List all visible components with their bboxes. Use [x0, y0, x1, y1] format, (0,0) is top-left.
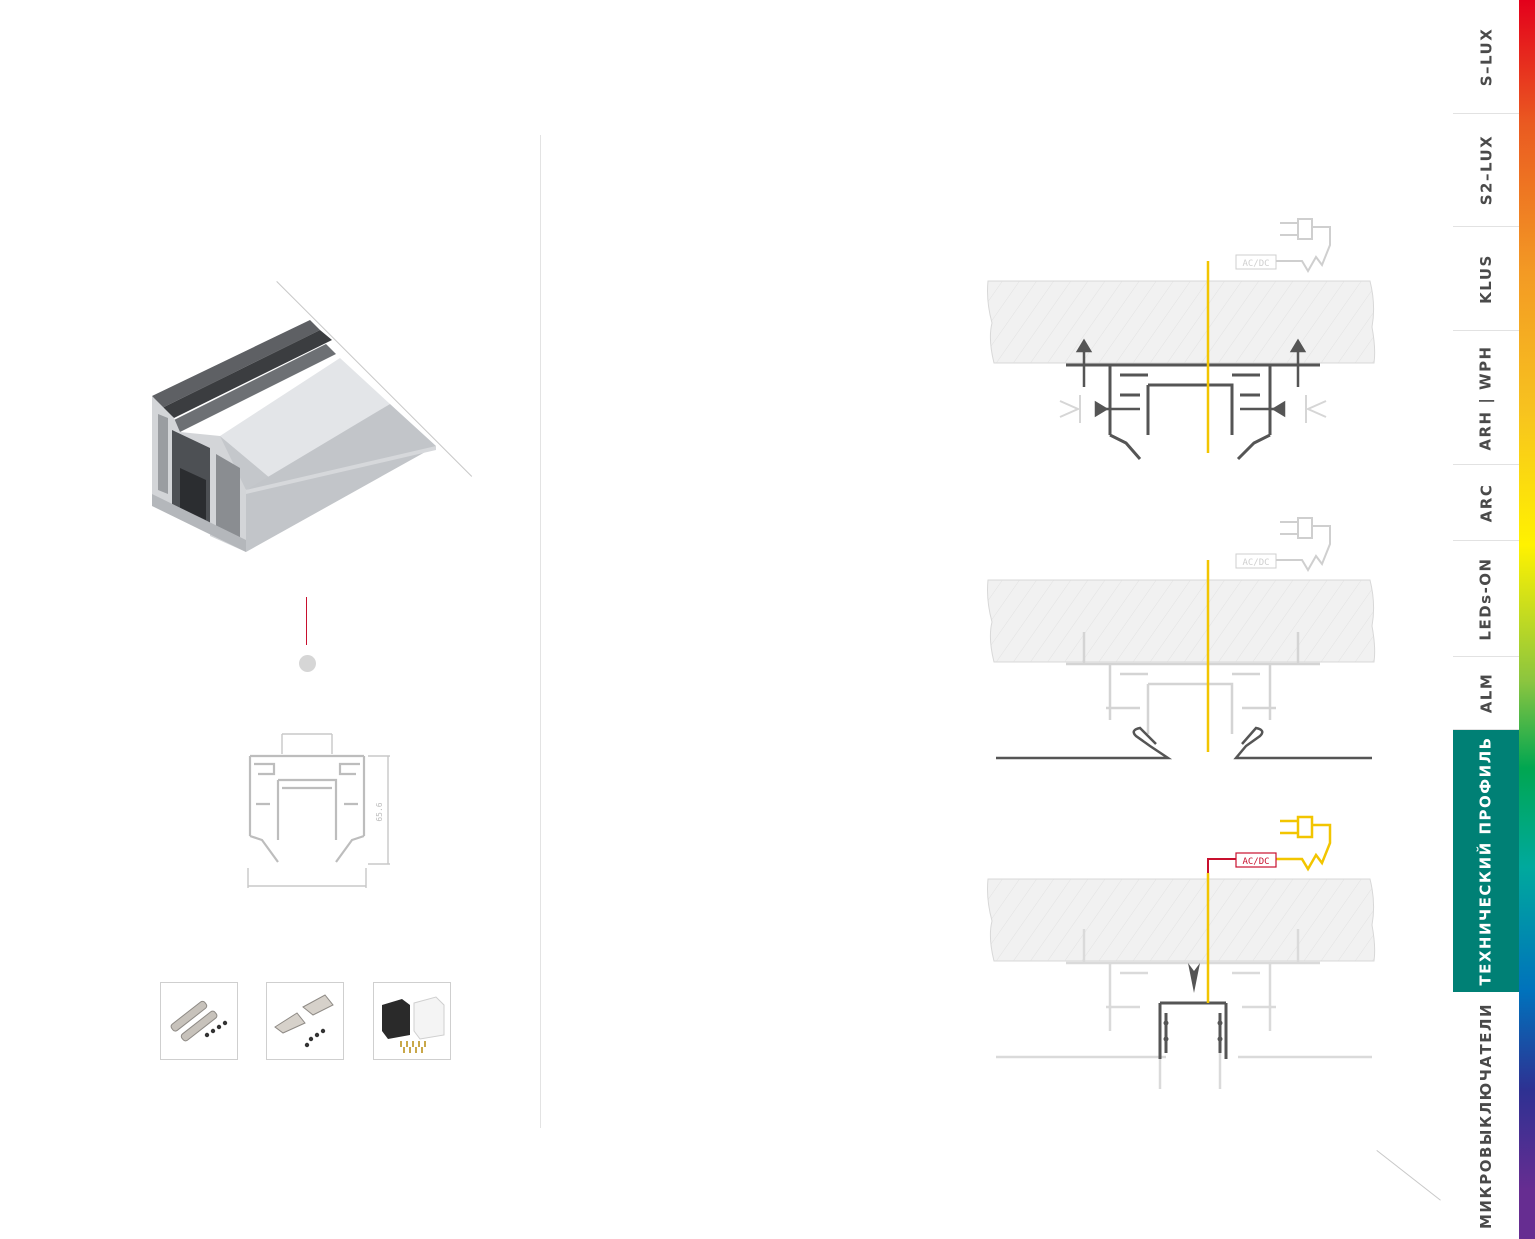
color-dot	[299, 655, 316, 672]
tab-arh-wph[interactable]: ARH | WPH	[1453, 331, 1519, 465]
profile-3d-image	[150, 318, 440, 554]
ac-dc-label: AC/DC	[1242, 558, 1269, 568]
tab-label: S2–LUX	[1477, 134, 1496, 206]
tab-arc[interactable]: ARC	[1453, 465, 1519, 541]
guide-line-bottom	[1376, 1150, 1441, 1201]
height-dimension-label: 65.6	[375, 802, 384, 821]
tab-microswitches[interactable]: МИКРОВЫКЛЮЧАТЕЛИ	[1453, 992, 1519, 1239]
accessory-connector-angle	[266, 982, 344, 1060]
tab-label: LEDs-ON	[1477, 556, 1495, 641]
installation-scheme-2: AC/DC	[980, 514, 1380, 764]
tab-s2-lux[interactable]: S2–LUX	[1453, 114, 1519, 227]
marker-line	[306, 597, 307, 645]
tab-label: ALM	[1477, 672, 1495, 714]
ac-dc-label: AC/DC	[1242, 259, 1269, 269]
accessory-connector-straight	[160, 982, 238, 1060]
installation-scheme-3: AC/DC	[980, 813, 1380, 1093]
profile-section-drawing: 65.6	[240, 728, 400, 890]
tab-label: ТЕХНИЧЕСКИЙ ПРОФИЛЬ	[1477, 736, 1495, 986]
tab-alm[interactable]: ALM	[1453, 657, 1519, 730]
tab-label: МИКРОВЫКЛЮЧАТЕЛИ	[1477, 1002, 1496, 1229]
tab-s-lux[interactable]: S–LUX	[1453, 0, 1519, 114]
tab-label: ARC	[1476, 483, 1495, 522]
tab-label: KLUS	[1476, 253, 1495, 304]
column-divider	[540, 135, 541, 1128]
category-color-bar	[1519, 0, 1535, 1239]
tab-label: S–LUX	[1476, 27, 1495, 86]
accessory-end-caps	[373, 982, 451, 1060]
ac-dc-label: AC/DC	[1242, 857, 1269, 867]
tab-klus[interactable]: KLUS	[1453, 227, 1519, 331]
tab-label: ARH | WPH	[1477, 344, 1496, 451]
tab-leds-on[interactable]: LEDs-ON	[1453, 541, 1519, 657]
installation-scheme-1: AC/DC	[980, 215, 1380, 465]
tab-technical-profile[interactable]: ТЕХНИЧЕСКИЙ ПРОФИЛЬ	[1453, 730, 1519, 992]
